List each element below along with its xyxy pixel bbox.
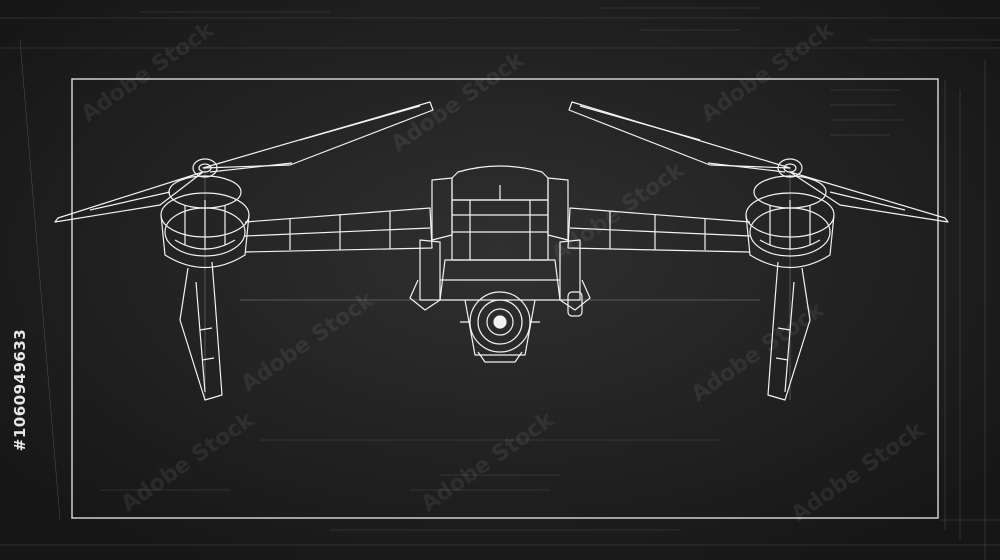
camera-gimbal [460,291,540,363]
construction-lines [204,168,791,400]
right-landing-leg [767,261,811,401]
stock-id-label: #1060949633 [6,305,34,475]
blueprint-frame [71,78,939,519]
left-arm [244,207,433,253]
right-arm [567,207,751,253]
left-landing-leg [179,261,223,401]
left-propeller [54,101,434,223]
drone-wireframe [54,101,949,401]
stock-id-text: #1060949633 [11,328,30,452]
drone-body [409,165,591,356]
right-propeller [568,101,949,223]
background-technical-lines [0,7,1000,560]
